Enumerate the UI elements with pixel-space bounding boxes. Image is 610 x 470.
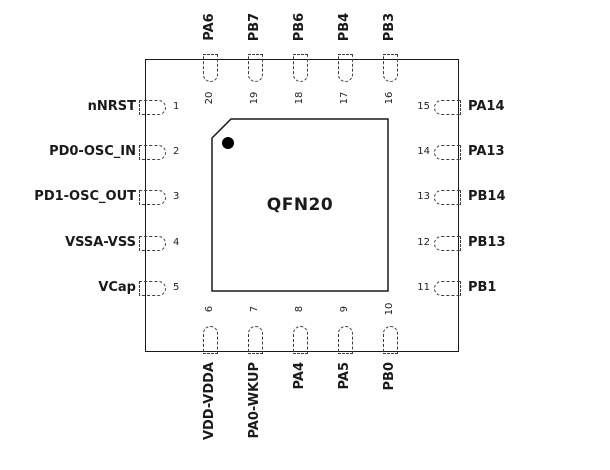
pin-13-number: 13 bbox=[417, 191, 430, 202]
pin-8-label: PA4 bbox=[292, 362, 307, 390]
pin-12-label: PB13 bbox=[468, 235, 506, 250]
pin-17-number: 17 bbox=[339, 91, 350, 105]
pin-20-pad bbox=[203, 54, 218, 82]
die-outline bbox=[211, 118, 389, 292]
package-label: QFN20 bbox=[266, 195, 334, 215]
pin-13-pad bbox=[434, 190, 461, 205]
pin-1-label: nNRST bbox=[87, 99, 136, 114]
pin-14-pad bbox=[434, 145, 461, 160]
die-shape bbox=[211, 118, 389, 292]
pin-11-label: PB1 bbox=[468, 280, 497, 295]
pin-14-number: 14 bbox=[417, 146, 430, 157]
pin-2-label: PD0-OSC_IN bbox=[49, 144, 136, 159]
pin-6-label: VDD-VDDA bbox=[202, 362, 217, 441]
pin-4-pad bbox=[139, 236, 166, 251]
pin-16-pad bbox=[383, 54, 398, 82]
pin-10-pad bbox=[383, 326, 398, 354]
pin-3-pad bbox=[139, 190, 166, 205]
pin-17-label: PB4 bbox=[337, 12, 352, 42]
pin-18-label: PB6 bbox=[292, 12, 307, 42]
pin1-indicator-dot bbox=[222, 137, 234, 149]
pin-12-number: 12 bbox=[417, 237, 430, 248]
pin-3-number: 3 bbox=[173, 191, 180, 202]
pin-7-number: 7 bbox=[249, 305, 260, 313]
pin-15-number: 15 bbox=[417, 101, 430, 112]
pin-4-label: VSSA-VSS bbox=[65, 235, 136, 250]
pin-8-number: 8 bbox=[294, 305, 305, 313]
pin-12-pad bbox=[434, 236, 461, 251]
pin-15-pad bbox=[434, 100, 461, 115]
pin-20-number: 20 bbox=[204, 91, 215, 105]
pin-15-label: PA14 bbox=[468, 99, 505, 114]
pin-1-number: 1 bbox=[173, 101, 180, 112]
pin-9-label: PA5 bbox=[337, 362, 352, 390]
pin-18-pad bbox=[293, 54, 308, 82]
pin-10-label: PB0 bbox=[382, 362, 397, 391]
pin-5-number: 5 bbox=[173, 282, 180, 293]
pin-10-number: 10 bbox=[384, 302, 395, 316]
pin-20-label: PA6 bbox=[202, 13, 217, 41]
pin-16-label: PB3 bbox=[382, 12, 397, 42]
pin-2-number: 2 bbox=[173, 146, 180, 157]
pin-6-pad bbox=[203, 326, 218, 354]
pin-3-label: PD1-OSC_OUT bbox=[34, 189, 136, 204]
pin-4-number: 4 bbox=[173, 237, 180, 248]
pin-5-label: VCap bbox=[98, 280, 136, 295]
pin-2-pad bbox=[139, 145, 166, 160]
pin-8-pad bbox=[293, 326, 308, 354]
pin-1-pad bbox=[139, 100, 166, 115]
pin-18-number: 18 bbox=[294, 91, 305, 105]
pin-7-pad bbox=[248, 326, 263, 354]
pin-11-pad bbox=[434, 281, 461, 296]
pin-13-label: PB14 bbox=[468, 189, 506, 204]
pin-5-pad bbox=[139, 281, 166, 296]
pin-6-number: 6 bbox=[204, 305, 215, 313]
pin-7-label: PA0-WKUP bbox=[247, 362, 262, 439]
pin-19-pad bbox=[248, 54, 263, 82]
pin-11-number: 11 bbox=[417, 282, 430, 293]
pin-9-number: 9 bbox=[339, 305, 350, 313]
pin-19-label: PB7 bbox=[247, 12, 262, 42]
pin-9-pad bbox=[338, 326, 353, 354]
pin-14-label: PA13 bbox=[468, 144, 505, 159]
pin-17-pad bbox=[338, 54, 353, 82]
pin-19-number: 19 bbox=[249, 91, 260, 105]
pin-16-number: 16 bbox=[384, 91, 395, 105]
